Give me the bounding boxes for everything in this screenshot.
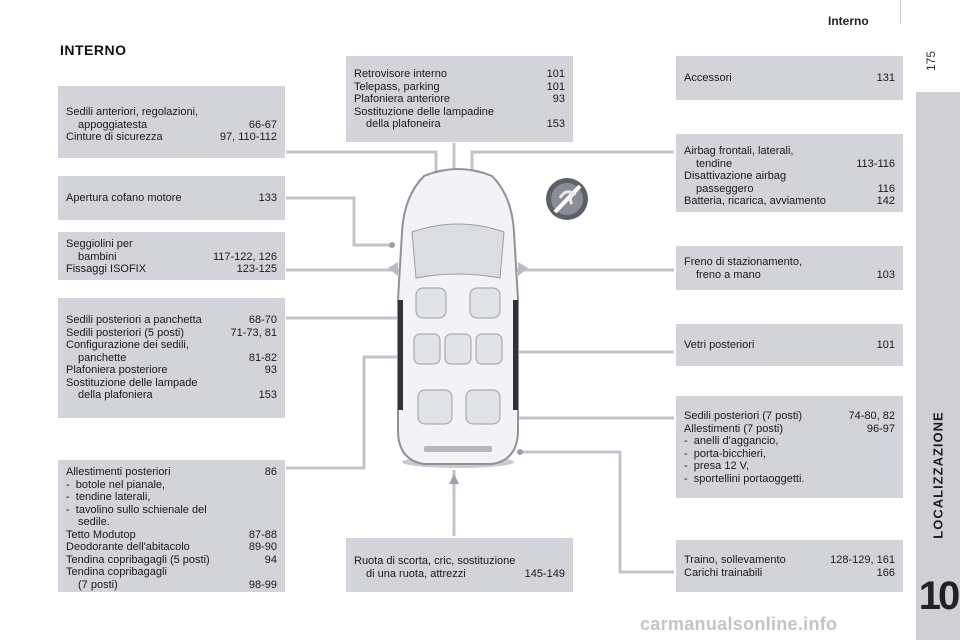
car-diagram: [286, 143, 674, 574]
box-seven-seats: Sedili posteriori (7 posti)74-80, 82 All…: [676, 396, 903, 498]
entry-rear-fittings-2: - tendine laterali,: [66, 491, 151, 503]
entry-rear-bench-1: Sedili posteriori (5 posti)71-73, 81: [66, 326, 277, 339]
entry-child-seats-0: Seggiolini per: [66, 238, 133, 250]
entry-seven-seats-0: Sedili posteriori (7 posti)74-80, 82: [684, 410, 895, 422]
connector-towing: [520, 450, 674, 574]
box-spare-wheel: Ruota di scorta, cric, sostituzione di u…: [346, 538, 573, 592]
entry-mirror-3: Sostituzione delle lampadine: [354, 105, 495, 118]
chapter-sidebar: [916, 92, 960, 640]
entry-rear-fittings-4: sedile.: [78, 516, 110, 528]
entry-spare-wheel-0: Ruota di scorta, cric, sostituzione: [354, 555, 516, 567]
chapter-number-badge: 10: [916, 560, 960, 640]
entry-rear-fittings-7: Tendina copribagagli (5 posti)94: [66, 553, 277, 566]
entry-handbrake-0: Freno di stazionamento,: [684, 256, 803, 268]
entry-rear-bench-2: Configurazione dei sedili,: [66, 339, 189, 351]
sidebar-label: LOCALIZZAZIONE: [930, 411, 946, 539]
entry-airbags-0: Airbag frontali, laterali,: [684, 145, 794, 157]
page-number: 175: [924, 50, 938, 72]
entry-seven-seats-4: - presa 12 V,: [684, 460, 750, 472]
header-divider: [900, 0, 901, 24]
entry-front-seats-0: Sedili anteriori, regolazioni,: [66, 106, 199, 118]
prohibition-icon: [546, 178, 588, 220]
entry-rear-fittings-8: Tendina copribagagli: [66, 566, 167, 578]
connector-bonnet: [286, 196, 392, 247]
entry-seven-seats-1: Allestimenti (7 posti)96-97: [684, 422, 895, 435]
entry-airbags-2: Disattivazione airbag: [684, 170, 787, 182]
entry-seven-seats-3: - porta-bicchieri,: [684, 447, 766, 460]
entry-rear-bench-5: Sostituzione delle lampade: [66, 376, 198, 389]
entry-seven-seats-2: - anelli d'aggancio,: [684, 435, 779, 447]
watermark: carmanualsonline.info: [640, 614, 838, 634]
entry-seven-seats-5: - sportellini portaoggetti.: [684, 472, 805, 485]
header-section-title: Interno: [828, 14, 869, 28]
box-front-seats: Sedili anteriori, regolazioni, appoggiat…: [58, 86, 285, 158]
entry-rear-fittings-9: (7 posti)98-99: [78, 578, 277, 591]
car-top-view: [388, 168, 528, 468]
page-title: INTERNO: [60, 42, 127, 58]
entry-rear-fittings-1: - botole nel pianale,: [66, 478, 166, 491]
entry-rear-fittings-3: - tavolino sullo schienale del: [66, 503, 207, 516]
